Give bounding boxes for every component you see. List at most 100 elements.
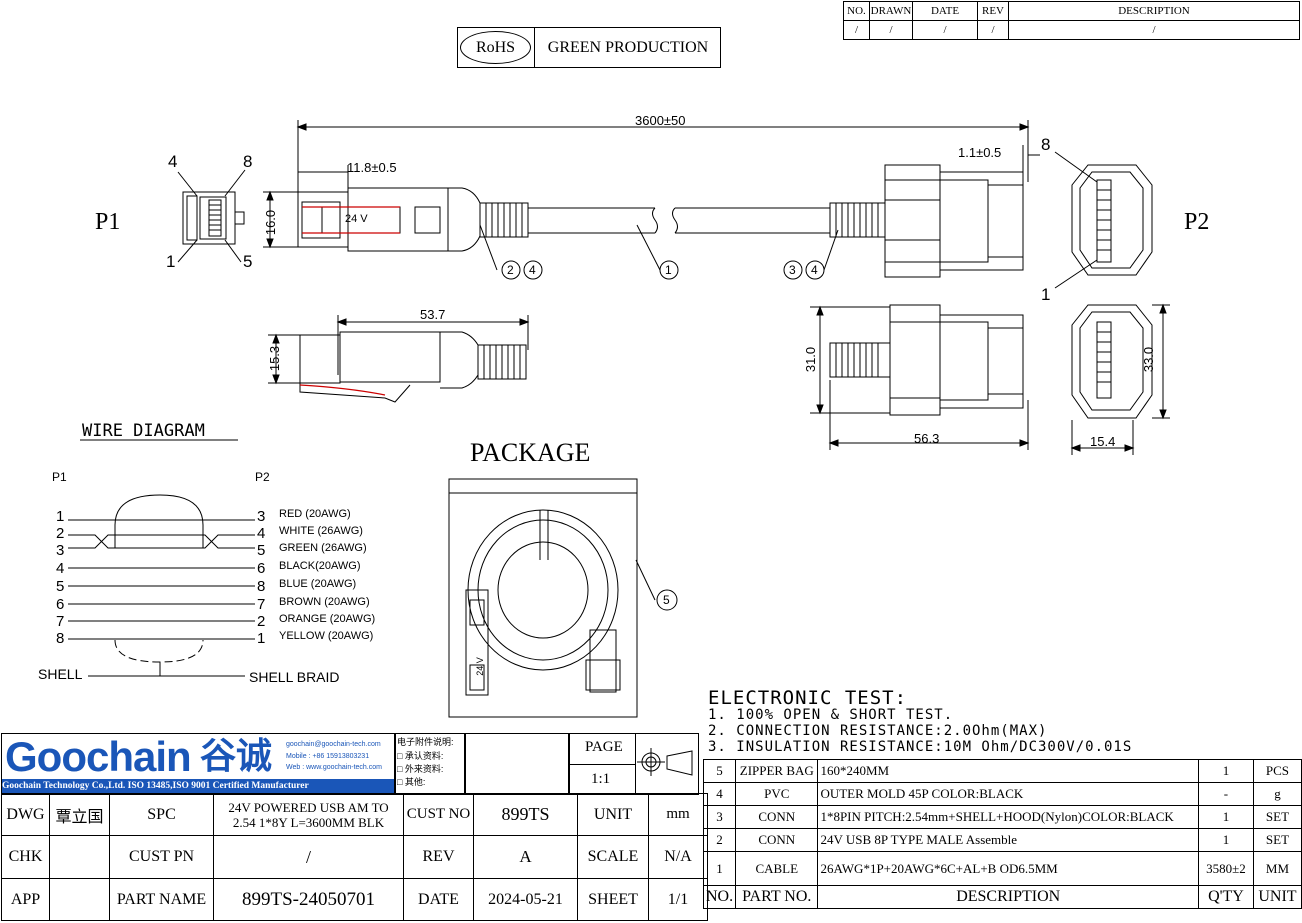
bom-header-desc: DESCRIPTION	[817, 885, 1199, 909]
tb-app-label: APP	[1, 878, 50, 921]
wire-color-label: WHITE (26AWG)	[279, 525, 363, 537]
bom-no: 2	[702, 828, 737, 852]
wire-p2-pin: 4	[257, 525, 266, 542]
tb-scale: N/A	[648, 835, 708, 879]
tb-date: 2024-05-21	[473, 878, 578, 921]
bom-header-qty: Q'TY	[1198, 885, 1254, 909]
page-block: PAGE 1:1	[568, 733, 699, 795]
usb-pin-8: 8	[243, 152, 253, 171]
bom-desc: 1*8PIN PITCH:2.54mm+SHELL+HOOD(Nylon)COL…	[817, 805, 1199, 829]
notes-block: 电子附件说明: □ 承认资料: □ 外来资料: □ 其他:	[394, 733, 466, 795]
page-divider-v	[635, 734, 636, 794]
revision-table: NO. DRAWN DATE REV DESCRIPTION / / / / /	[843, 1, 1300, 40]
wire-p2-pin: 5	[257, 542, 266, 559]
projection-symbol-icon	[637, 748, 693, 776]
bom-qty: 1	[1198, 805, 1254, 829]
tb-dwg-label: DWG	[1, 793, 50, 836]
tb-description: 24V POWERED USB AM TO 2.54 1*8Y L=3600MM…	[213, 793, 404, 836]
company-block: Goochain 谷诚 goochain@goochain-tech.com M…	[1, 733, 396, 795]
package-24v: 24 V	[474, 657, 485, 676]
bom-header-unit: UNIT	[1252, 885, 1302, 909]
rohs-box: RoHS GREEN PRODUCTION	[457, 27, 721, 68]
page-divider-h	[569, 764, 635, 765]
rev-cell: /	[869, 20, 913, 40]
bom-header-no: NO.	[702, 885, 737, 909]
bom-qty: 3580±2	[1198, 851, 1254, 886]
company-logo: Goochain	[5, 733, 192, 780]
dim-15-4: 15.4	[1090, 434, 1116, 449]
electronic-test-line: 2. CONNECTION RESISTANCE:2.0Ohm(MAX)	[708, 723, 1048, 739]
shell-braid-label: SHELL BRAID	[249, 669, 340, 685]
dim-1-1: 1.1±0.5	[958, 145, 1002, 160]
wire-p1-pin: 6	[56, 596, 65, 613]
wire-diagram-title: WIRE DIAGRAM	[82, 421, 205, 441]
rev-cell: /	[912, 20, 978, 40]
dim-53-7: 53.7	[420, 307, 446, 322]
tb-unit: mm	[648, 793, 708, 836]
bom-qty: 1	[1198, 759, 1254, 783]
wire-p1-pin: 1	[56, 508, 65, 525]
tb-date-label: DATE	[403, 878, 474, 921]
company-mobile: Mobile : +86 15913803231	[286, 753, 370, 760]
wire-p1-pin: 7	[56, 613, 65, 630]
rev-cell: /	[1008, 20, 1300, 40]
wire-color-label: ORANGE (20AWG)	[279, 613, 376, 625]
bom-part: CONN	[735, 805, 819, 829]
wire-p2-label: P2	[255, 470, 270, 484]
p2-side-lower	[810, 304, 1030, 450]
dim-16-0: 16.0	[263, 209, 279, 236]
wire-diagram-lines	[68, 439, 255, 677]
tb-rev-label: REV	[403, 835, 474, 879]
company-email: goochain@goochain-tech.com	[286, 741, 381, 748]
rev-header-no: NO.	[843, 1, 870, 21]
rohs-divider	[534, 28, 535, 67]
tb-unit-label: UNIT	[577, 793, 649, 836]
bom-unit: g	[1252, 782, 1302, 806]
balloon-4: 4	[811, 263, 818, 277]
tb-sheet: 1/1	[648, 878, 708, 921]
notes-block-2	[464, 733, 570, 795]
wire-p2-pin: 1	[257, 630, 266, 647]
notes-item: □ 承认资料:	[397, 751, 444, 761]
bom-unit: SET	[1252, 828, 1302, 852]
tb-cust-no-label: CUST NO	[403, 793, 474, 836]
dim-11-8: 11.8±0.5	[347, 160, 397, 175]
usb-side-view	[263, 120, 1030, 252]
p2-pin-1: 1	[1041, 285, 1051, 304]
balloon-3: 3	[789, 263, 796, 277]
bom-header-part: PART NO.	[735, 885, 819, 909]
notes-item: □ 外来资料:	[397, 764, 444, 774]
bom-no: 3	[702, 805, 737, 829]
tb-rev: A	[473, 835, 578, 879]
tb-chk-value	[49, 835, 110, 879]
bom-part: ZIPPER BAG	[735, 759, 819, 783]
bom-part: CABLE	[735, 851, 819, 886]
wire-color-label: BLUE (20AWG)	[279, 578, 357, 590]
label-24v: 24 V	[345, 213, 368, 225]
wire-p2-pin: 3	[257, 508, 266, 525]
notes-title: 电子附件说明:	[397, 737, 454, 747]
bom-no: 4	[702, 782, 737, 806]
rev-cell: /	[977, 20, 1009, 40]
bom-qty: -	[1198, 782, 1254, 806]
wire-color-label: BROWN (20AWG)	[279, 596, 370, 608]
wire-color-label: YELLOW (20AWG)	[279, 630, 374, 642]
tb-cust-no: 899TS	[473, 793, 578, 836]
wire-p1-pin: 4	[56, 560, 65, 577]
title-block: DWG 覃立国 SPC 24V POWERED USB AM TO 2.54 1…	[1, 793, 708, 921]
tb-part-name-label: PART NAME	[109, 878, 214, 921]
package-title: PACKAGE	[470, 438, 591, 467]
balloon-5: 5	[663, 593, 670, 607]
p2-pin-8: 8	[1041, 135, 1051, 154]
tb-sheet-label: SHEET	[577, 878, 649, 921]
p2-end-lower	[1070, 303, 1170, 455]
balloon-2: 2	[507, 263, 514, 277]
usb-pin-5: 5	[243, 252, 253, 271]
dim-56-3: 56.3	[914, 431, 940, 446]
dim-33-0: 33.0	[1141, 346, 1157, 373]
